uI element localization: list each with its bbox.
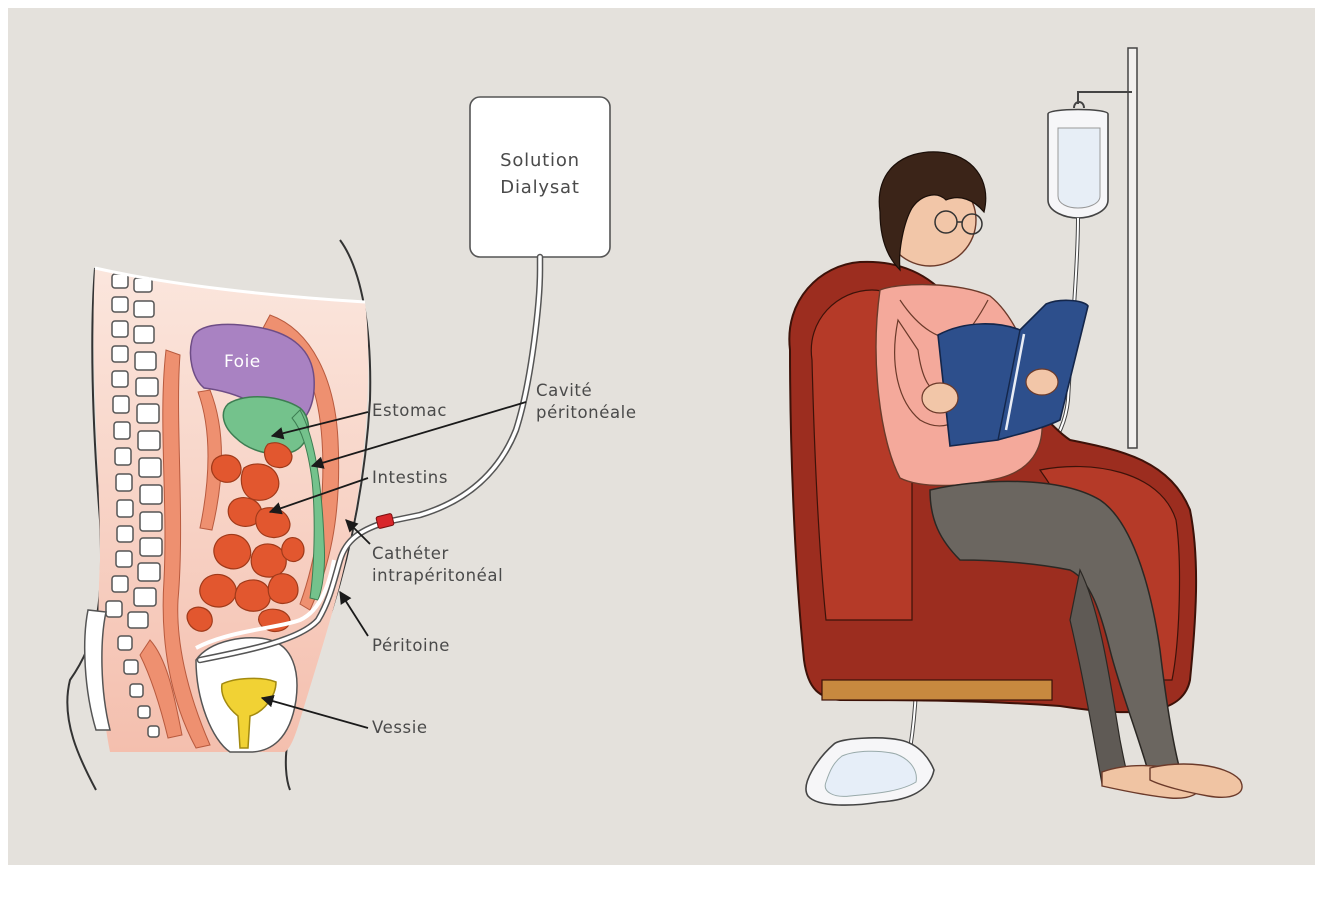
label-stomach: Estomac <box>372 401 447 420</box>
label-intestines: Intestins <box>372 468 448 487</box>
label-cavity-line1: Cavité <box>536 381 592 400</box>
label-bladder: Vessie <box>372 718 428 737</box>
label-catheter-line1: Cathéter <box>372 544 449 563</box>
iv-pole <box>1128 48 1137 448</box>
bag-label-line1: Solution <box>500 150 580 171</box>
label-cavity-line2: péritonéale <box>536 403 637 422</box>
liver-label: Foie <box>224 352 261 372</box>
bag-label-line2: Dialysat <box>500 177 579 198</box>
label-peritoneum: Péritoine <box>372 636 450 655</box>
dialysate-bag: Solution Dialysat <box>470 97 610 257</box>
label-catheter-line2: intrapéritonéal <box>372 566 503 585</box>
